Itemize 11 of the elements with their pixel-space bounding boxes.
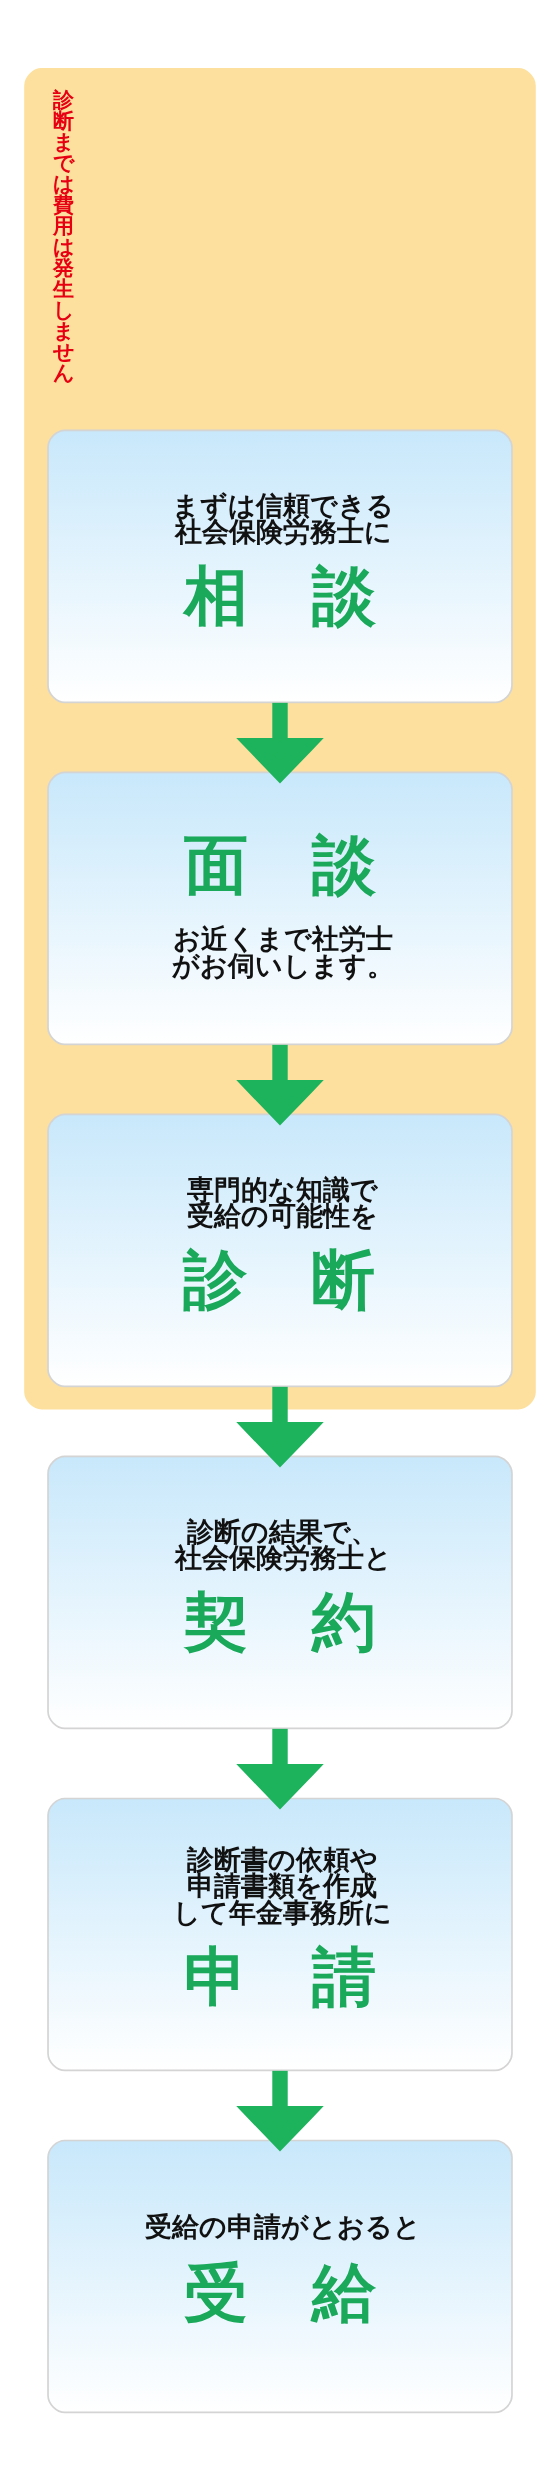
node-box: 診断の結果で、社会保険労務士と 契 約 <box>47 1455 513 1730</box>
node-box: 面 談 お近くまで社労士がお伺いします。 <box>47 771 513 1046</box>
node-box: 受給の申請がとおると 受 給 <box>47 2139 513 2414</box>
node-box: まずは信頼できる社会保険労務士に 相 談 <box>47 429 513 704</box>
arrow <box>236 2070 324 2152</box>
arrow <box>236 1728 324 1810</box>
arrow <box>236 1044 324 1126</box>
node-box: 診断書の依頼や申請書類を作成して年金事務所に 申 請 <box>47 1797 513 2072</box>
node-box: 専門的な知識で受給の可能性を 診 断 <box>47 1113 513 1388</box>
arrow <box>236 1386 324 1468</box>
arrow <box>236 702 324 784</box>
